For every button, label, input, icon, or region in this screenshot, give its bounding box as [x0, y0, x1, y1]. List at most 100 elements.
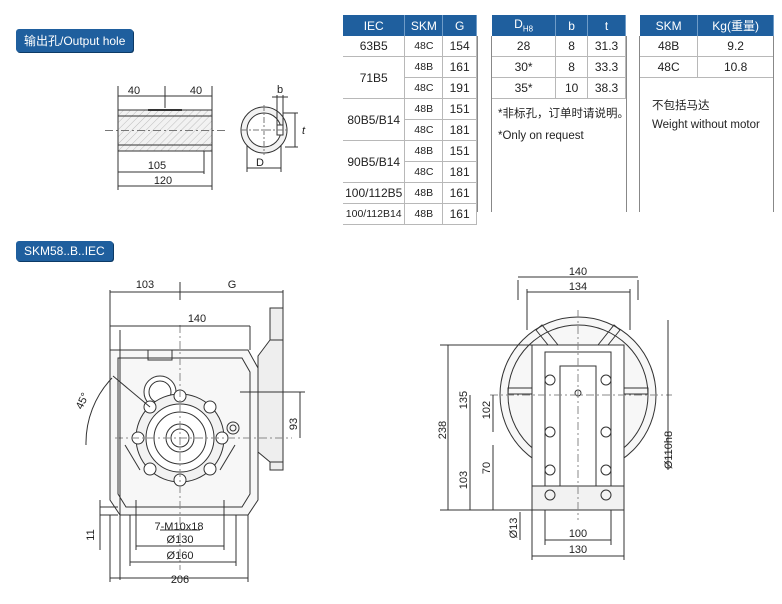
table-row: 28 8 31.3	[492, 36, 626, 57]
dim-93: 93	[288, 418, 300, 430]
hole-table: DH8 b t 28 8 31.3 30* 8 33.3 35* 10 38.3	[492, 15, 626, 99]
iec-cell: 90B5/B14	[343, 140, 406, 183]
dim-t: t	[302, 125, 306, 137]
side-dim-238: 238	[437, 421, 449, 439]
table-divider	[491, 36, 492, 212]
t-cell: 31.3	[587, 36, 626, 57]
iec-header: IEC	[343, 15, 406, 36]
table-row: 48C 181	[343, 161, 477, 183]
g-cell: 161	[442, 182, 477, 204]
skm-header: SKM	[404, 15, 444, 36]
table-row: 30* 8 33.3	[492, 56, 626, 78]
iec-cell: 80B5/B14	[343, 98, 406, 141]
g-cell: 161	[442, 56, 477, 78]
skm-header: SKM	[640, 15, 699, 36]
gearbox-side-view: 140 134 238 135 102 103 70 Ø110h8 Ø13 10…	[437, 266, 675, 560]
iec-table: IEC SKM G 63B5 48C 154 71B5 48B 161 48C …	[343, 15, 477, 225]
shaft-drawing: 40 40 105 120 b t D	[105, 84, 306, 190]
skm-cell: 48B	[404, 98, 444, 120]
skm-cell: 48B	[404, 203, 444, 225]
dim-d130: Ø130	[167, 534, 194, 546]
side-dim-70: 70	[481, 462, 493, 474]
model-badge: SKM58..B..IEC	[16, 241, 113, 261]
skm-cell: 48C	[404, 77, 444, 99]
side-dim-103: 103	[458, 471, 470, 489]
b-cell: 8	[555, 36, 589, 57]
weight-note-en: Weight without motor	[652, 119, 760, 131]
g-cell: 181	[442, 119, 477, 141]
table-row: 100/112B5 48B 161	[343, 182, 477, 204]
side-dim-110: Ø110h8	[663, 431, 675, 469]
d-cell: 30*	[492, 56, 557, 78]
table-divider	[773, 36, 774, 212]
kg-cell: 10.8	[697, 56, 774, 78]
b-cell: 10	[555, 77, 589, 99]
g-cell: 151	[442, 98, 477, 120]
dim-40-left: 40	[128, 85, 140, 97]
g-cell: 181	[442, 161, 477, 183]
g-cell: 161	[442, 203, 477, 225]
hole-note-cn: *非标孔，订单时请说明。	[498, 108, 629, 120]
iec-cell: 100/112B14	[343, 203, 406, 225]
dim-g: G	[228, 279, 237, 291]
side-dim-140: 140	[569, 266, 587, 278]
table-row: 35* 10 38.3	[492, 77, 626, 99]
weight-table: SKM Kg(重量) 48B 9.2 48C 10.8	[640, 15, 774, 78]
table-row: 48B 9.2	[640, 36, 774, 57]
dim-206: 206	[171, 574, 189, 586]
g-cell: 191	[442, 77, 477, 99]
gearbox-front-view: 103 G 140 45° 93 7-M10x18 Ø130 Ø160 206 …	[74, 279, 305, 586]
dim-140: 140	[188, 313, 206, 325]
skm-cell: 48C	[404, 119, 444, 141]
hole-note-en: *Only on request	[498, 130, 584, 142]
t-cell: 33.3	[587, 56, 626, 78]
skm-cell: 48C	[404, 161, 444, 183]
hole-note: *非标孔，订单时请说明。 *Only on request	[498, 106, 629, 145]
iec-cell: 71B5	[343, 56, 406, 99]
dim-d160: Ø160	[167, 550, 194, 562]
t-header: t	[587, 15, 626, 36]
iec-cell: 63B5	[343, 36, 406, 57]
side-dim-134: 134	[569, 281, 587, 293]
d-header: DH8	[492, 15, 557, 36]
skm-cell: 48B	[404, 56, 444, 78]
table-row: 100/112B14 48B 161	[343, 203, 477, 225]
table-divider	[626, 36, 627, 212]
g-cell: 151	[442, 140, 477, 162]
skm-cell: 48C	[640, 56, 699, 78]
table-divider	[639, 36, 640, 212]
d-cell: 28	[492, 36, 557, 57]
skm-cell: 48B	[404, 140, 444, 162]
skm-cell: 48B	[404, 182, 444, 204]
side-dim-102: 102	[481, 401, 493, 419]
dim-11: 11	[85, 529, 97, 540]
table-row: 71B5 48B 161	[343, 56, 477, 99]
thread-spec: 7-M10x18	[155, 521, 204, 533]
side-dim-135: 135	[458, 391, 470, 409]
table-row: 48C 181	[343, 119, 477, 141]
side-dim-130: 130	[569, 544, 587, 556]
table-divider	[477, 36, 478, 212]
t-cell: 38.3	[587, 77, 626, 99]
weight-note-cn: 不包括马达	[652, 100, 710, 112]
iec-cell: 100/112B5	[343, 182, 406, 204]
skm-cell: 48B	[640, 36, 699, 57]
weight-note: 不包括马达 Weight without motor	[652, 98, 760, 134]
output-hole-badge: 输出孔/Output hole	[16, 29, 134, 52]
dim-40-right: 40	[190, 85, 202, 97]
dim-120: 120	[154, 175, 172, 187]
table-row: 90B5/B14 48B 151	[343, 140, 477, 183]
table-row: 63B5 48C 154	[343, 36, 477, 57]
d-cell: 35*	[492, 77, 557, 99]
table-row: 48C 191	[343, 77, 477, 99]
g-cell: 154	[442, 36, 477, 57]
table-row: 48C 10.8	[640, 56, 774, 78]
side-dim-100: 100	[569, 528, 587, 540]
skm-cell: 48C	[404, 36, 444, 57]
dim-103: 103	[136, 279, 154, 291]
dim-105: 105	[148, 160, 166, 172]
table-row: 80B5/B14 48B 151	[343, 98, 477, 141]
side-dim-d13: Ø13	[508, 518, 520, 539]
dim-d: D	[256, 157, 264, 169]
dim-angle: 45°	[74, 391, 92, 411]
